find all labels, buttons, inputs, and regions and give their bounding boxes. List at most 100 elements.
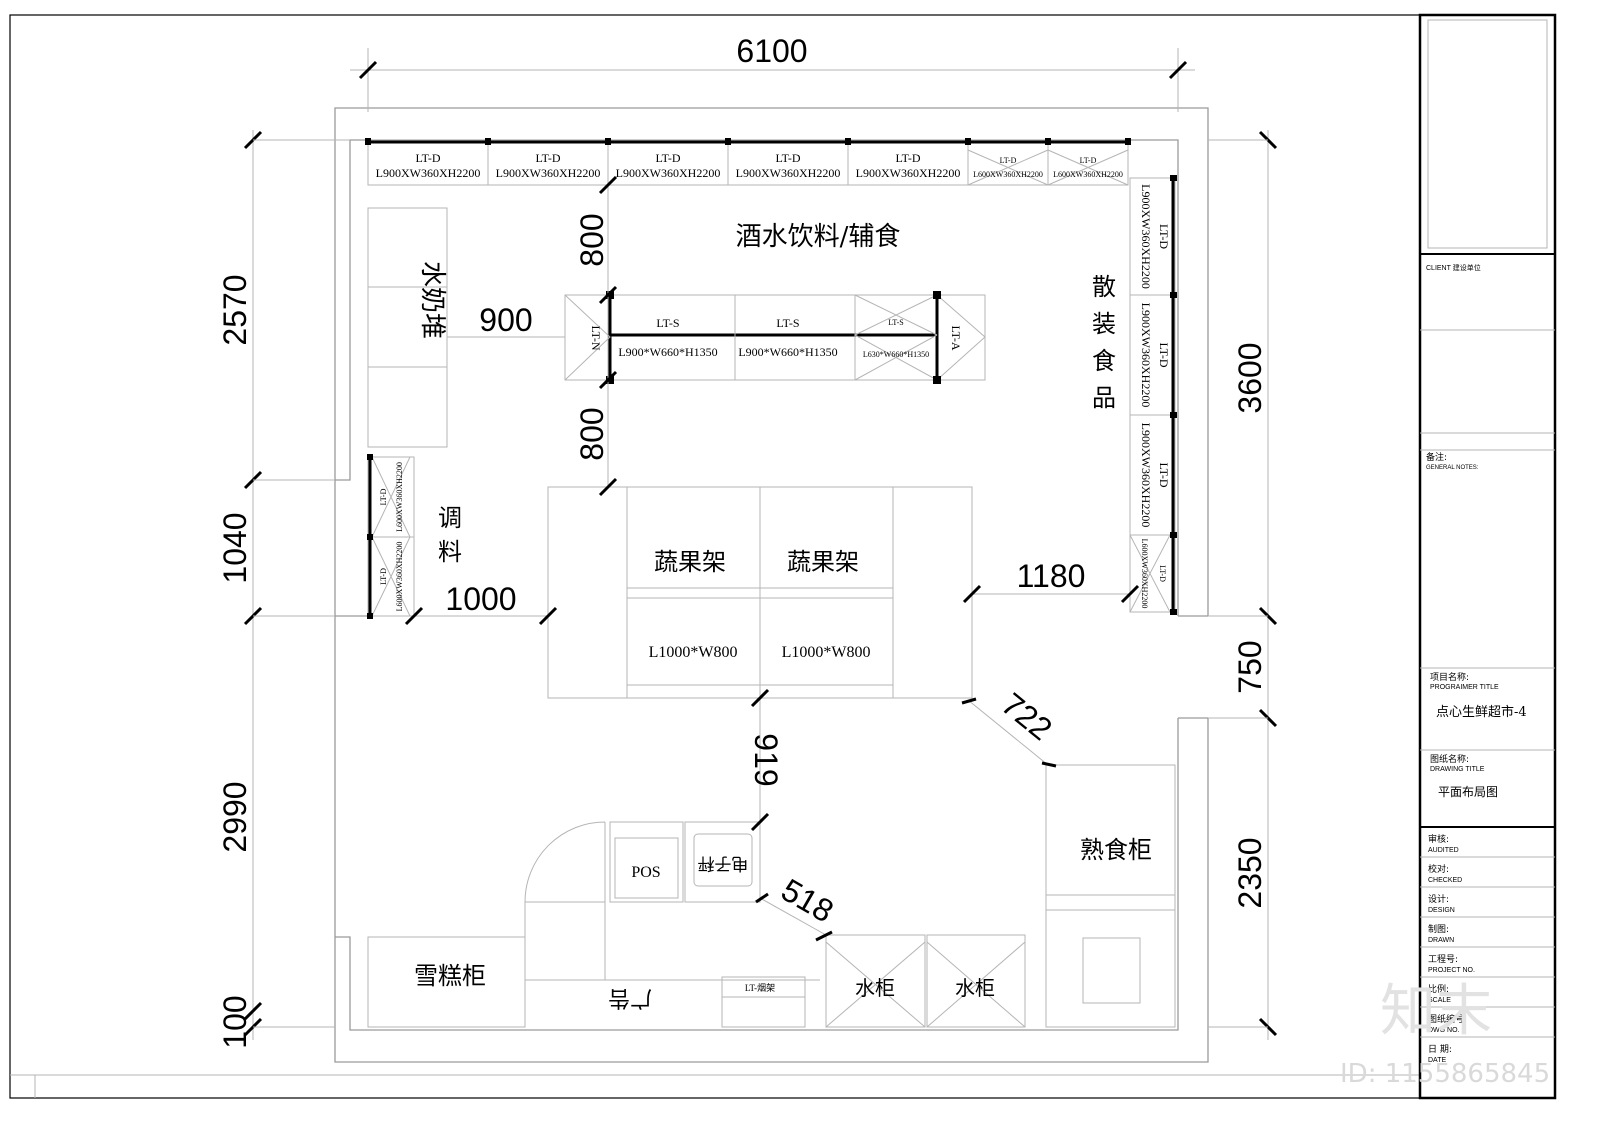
dim-aisle-900: 900	[479, 302, 532, 338]
island-end-left: LT-N	[589, 325, 603, 350]
dim-aisle-800-top: 800	[574, 213, 610, 266]
shelf-code: LT-D	[535, 151, 560, 165]
dim-aisle-1180: 1180	[1017, 558, 1086, 594]
right-shelf-column: LT-DL900XW360XH2200LT-DL900XW360XH2200LT…	[1129, 175, 1177, 615]
title-row-label-en: SCALE	[1428, 997, 1451, 1004]
title-row-label-en: CHECKED	[1428, 877, 1462, 884]
water-milk-pile: 水奶堆	[367, 207, 448, 448]
scale-label: 电子秤	[698, 853, 749, 873]
dim-aisle-919: 919	[748, 733, 784, 786]
vegetable-racks: 蔬果架 蔬果架 L1000*W800 L1000*W800	[547, 486, 973, 699]
seasoning-label: 调	[438, 504, 462, 532]
checkout-counter: POS 电子秤 广告 LT-烟架	[524, 821, 820, 1028]
ice-cream-cabinet: 雪糕柜	[367, 936, 526, 1028]
notes-label-en: GENERAL NOTES:	[1426, 465, 1479, 471]
dim-right-3600: 3600	[1232, 342, 1268, 413]
drawing-label-en: DRAWING TITLE	[1430, 766, 1485, 773]
watermark-id: ID: 1155865845	[1340, 1059, 1550, 1089]
watermark: 知末 ID: 1155865845	[1340, 979, 1550, 1089]
shelf-size: L600XW360XH2200	[395, 542, 404, 612]
dim-diag-722: 722	[995, 686, 1059, 748]
deli-label: 熟食柜	[1080, 836, 1152, 864]
shelf-code: LT-D	[1080, 156, 1097, 165]
title-row-label-en: PROJECT NO.	[1428, 967, 1475, 974]
shelf-code: LT-D	[1158, 565, 1167, 582]
title-row-label-en: AUDITED	[1428, 847, 1459, 854]
shelf-code: LT-D	[379, 568, 388, 585]
title-row-label: 工程号:	[1428, 954, 1458, 965]
water-cabinet-label: 水柜	[855, 976, 895, 1000]
dim-aisle-800-bottom: 800	[574, 407, 610, 460]
dimension-lines: 6100 2570 1040 2990 100 3600 750 2350 80…	[217, 33, 1278, 1049]
island-shelf-code: LT-S	[776, 316, 799, 330]
project-name: 点心生鲜超市-4	[1436, 704, 1527, 720]
drinks-zone-label: 酒水饮料/辅食	[736, 222, 901, 252]
water-cabinets: 水柜 水柜	[825, 934, 1026, 1028]
shelf-code: LT-D	[1157, 224, 1171, 249]
dim-right-2350: 2350	[1232, 837, 1268, 908]
cigarette-rack-label: LT-烟架	[745, 982, 775, 993]
shelf-cross	[1047, 149, 1129, 186]
ice-cream-label: 雪糕柜	[414, 962, 486, 990]
shelf-code: LT-D	[895, 151, 920, 165]
title-row-label-en: DWG NO.	[1428, 1027, 1460, 1034]
project-label-en: PROGRAIMER TITLE	[1430, 684, 1499, 691]
island-shelf-size: L900*W660*H1350	[738, 345, 837, 359]
title-row-label: 图纸编号:	[1428, 1013, 1467, 1025]
title-row-label: 校对:	[1428, 863, 1449, 875]
bulk-food-char: 品	[1092, 384, 1116, 412]
dim-aisle-1000: 1000	[445, 581, 516, 617]
top-shelf-row: LT-DL900XW360XH2200LT-DL900XW360XH2200LT…	[365, 138, 1131, 186]
dim-right-750: 750	[1232, 640, 1268, 693]
title-row-label: 制图:	[1428, 923, 1449, 935]
water-milk-label: 水奶堆	[417, 261, 447, 339]
shelf-code: LT-D	[655, 151, 680, 165]
bulk-food-label: 散 装 食 品	[1092, 273, 1116, 412]
shelf-size: L900XW360XH2200	[1139, 423, 1153, 528]
client-label: CLIENT 建设单位	[1426, 263, 1481, 272]
shelf-code: LT-D	[379, 488, 388, 505]
shelf-size: L600XW360XH2200	[1140, 539, 1149, 609]
shelf-size: L600XW360XH2200	[973, 170, 1043, 179]
bulk-food-char: 食	[1092, 347, 1116, 375]
dim-left-100: 100	[217, 995, 253, 1048]
dim-left-2570: 2570	[217, 274, 253, 345]
deli-cabinet: 熟食柜	[1045, 764, 1176, 1028]
ad-label: 广告	[608, 985, 652, 1010]
shelf-size: L900XW360XH2200	[736, 166, 841, 180]
dim-left-2990: 2990	[217, 781, 253, 852]
veg-rack-label: 蔬果架	[654, 548, 726, 576]
title-row-label: 日 期:	[1428, 1044, 1452, 1055]
dim-top-width: 6100	[736, 33, 807, 69]
title-row-label: 设计:	[1428, 893, 1449, 905]
island-shelf-code: LT-S	[888, 318, 903, 327]
watermark-logo: 知末	[1380, 979, 1492, 1044]
shelf-unit	[1129, 534, 1176, 613]
shelf-cross	[967, 149, 1049, 186]
veg-rack-size: L1000*W800	[782, 644, 871, 661]
title-rows: 审核:AUDITED校对:CHECKED设计:DESIGN制图:DRAWN工程号…	[1428, 833, 1475, 1064]
island-shelf-code: LT-S	[656, 316, 679, 330]
shelf-size: L900XW360XH2200	[496, 166, 601, 180]
notes-label: 备注:	[1426, 451, 1447, 463]
bulk-food-char: 散	[1092, 273, 1116, 301]
title-row-label: 比例:	[1428, 983, 1449, 995]
drawing-label: 图纸名称:	[1430, 753, 1469, 765]
shelf-code: LT-D	[1157, 462, 1171, 487]
dim-diag-518: 518	[775, 872, 839, 930]
title-row-label-en: DATE	[1428, 1057, 1446, 1064]
title-block: CLIENT 建设单位 备注: GENERAL NOTES: 项目名称: PRO…	[1418, 13, 1557, 1100]
title-row-label-en: DESIGN	[1428, 907, 1455, 914]
veg-rack-label: 蔬果架	[787, 548, 859, 576]
drawing-name: 平面布局图	[1438, 785, 1498, 799]
shelf-unit	[1047, 139, 1129, 186]
veg-rack-size: L1000*W800	[649, 644, 738, 661]
seasoning-label: 料	[438, 538, 462, 566]
shelf-size: L600XW360XH2200	[395, 462, 404, 532]
title-row-label: 审核:	[1428, 833, 1449, 845]
shelf-code: LT-D	[415, 151, 440, 165]
project-label: 项目名称:	[1430, 671, 1469, 683]
dim-left-1040: 1040	[217, 512, 253, 583]
